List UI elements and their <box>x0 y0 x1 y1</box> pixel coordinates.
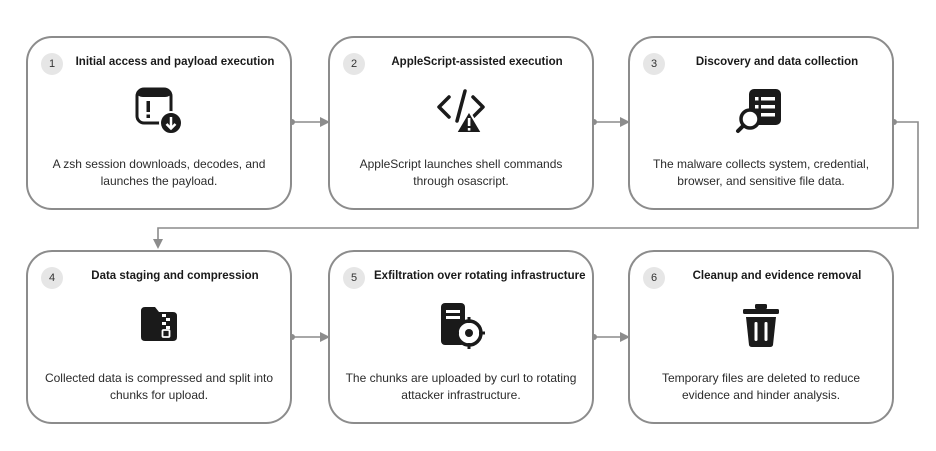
zip-folder-icon <box>133 299 185 351</box>
code-warning-icon <box>435 85 487 137</box>
step-card-5: 5 Exfiltration over rotating infrastruct… <box>328 250 594 424</box>
step-description: A zsh session downloads, decodes, and la… <box>52 157 266 188</box>
step-card-6: 6 Cleanup and evidence removal Temporary… <box>628 250 894 424</box>
connector-4-5 <box>289 332 330 342</box>
step-description: AppleScript launches shell commands thro… <box>359 157 563 188</box>
step-number-badge: 1 <box>41 53 63 75</box>
download-window-icon <box>133 85 185 137</box>
step-title: AppleScript-assisted execution <box>391 56 563 68</box>
step-description: Temporary files are deleted to reduce ev… <box>661 371 861 402</box>
server-target-icon <box>435 299 487 351</box>
step-title: Discovery and data collection <box>695 56 859 68</box>
step-description: The chunks are uploaded by curl to rotat… <box>345 371 577 402</box>
connector-1-2 <box>289 117 330 127</box>
search-list-icon <box>735 85 787 137</box>
trash-icon <box>735 299 787 351</box>
connector-2-3 <box>591 117 630 127</box>
step-number-badge: 2 <box>343 53 365 75</box>
step-number-badge: 5 <box>343 267 365 289</box>
step-card-2: 2 AppleScript-assisted execution AppleSc… <box>328 36 594 210</box>
connector-5-6 <box>591 332 630 342</box>
step-title: Initial access and payload execution <box>75 56 275 68</box>
step-title: Data staging and compression <box>91 270 259 282</box>
step-title: Cleanup and evidence removal <box>692 270 862 282</box>
step-description: The malware collects system, credential,… <box>652 157 870 188</box>
step-title: Exfiltration over rotating infrastructur… <box>374 270 586 282</box>
step-card-4: 4 Data staging and compression Collected… <box>26 250 292 424</box>
step-card-1: 1 Initial access and payload execution A… <box>26 36 292 210</box>
step-card-3: 3 Discovery and data collection The malw… <box>628 36 894 210</box>
step-number-badge: 3 <box>643 53 665 75</box>
step-description: Collected data is compressed and split i… <box>44 371 274 402</box>
step-number-badge: 4 <box>41 267 63 289</box>
step-number-badge: 6 <box>643 267 665 289</box>
